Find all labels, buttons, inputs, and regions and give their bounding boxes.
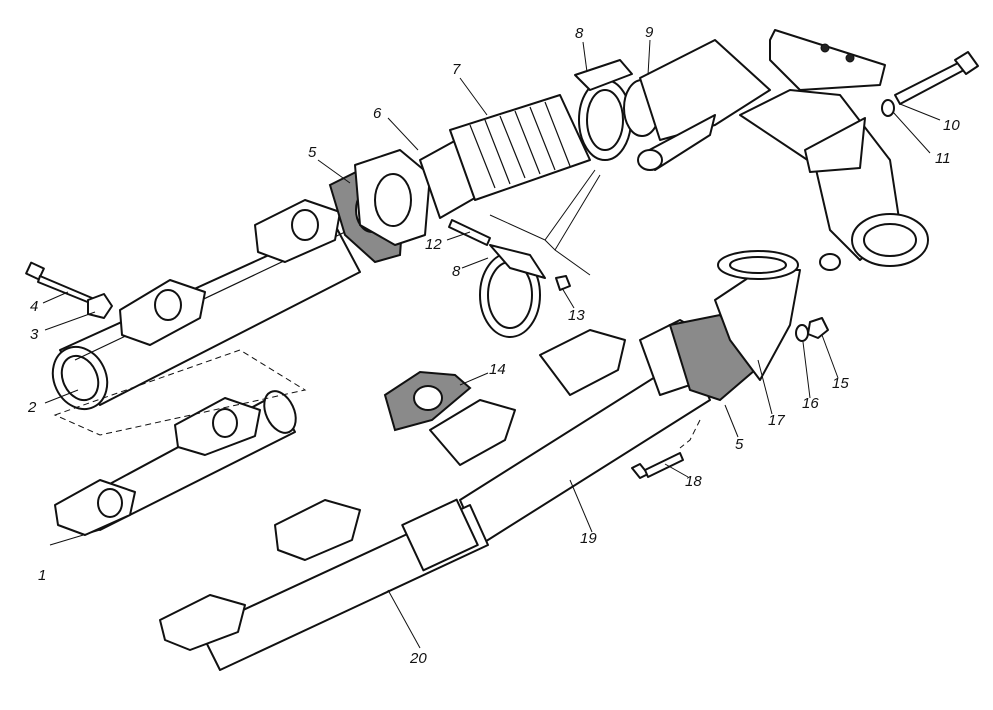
label-part-8-lower: 8	[452, 263, 461, 280]
arrow-lines	[489, 169, 601, 276]
nut-part-3	[87, 293, 113, 319]
callout-labels: 1 2 3 4 5 6 7 8 9 10 11 12 8 13 14 15 16…	[27, 24, 960, 667]
bolt-part-4	[25, 261, 93, 304]
manifold-pipe-left-lower	[54, 390, 297, 536]
clamp-part-8-lower	[479, 244, 546, 338]
manifold-pipe-part-20	[159, 498, 489, 671]
label-part-17: 17	[768, 412, 785, 429]
outlet-pipe-part-9	[623, 39, 771, 171]
gasket-part-14	[383, 370, 472, 432]
label-part-9: 9	[645, 24, 654, 41]
label-part-12: 12	[425, 236, 442, 253]
elbow-outlet-upper-right	[739, 29, 929, 271]
label-part-5-lower: 5	[735, 436, 744, 453]
label-part-3: 3	[30, 326, 39, 343]
label-part-4: 4	[30, 298, 38, 315]
label-part-16: 16	[802, 395, 819, 412]
inset-outline	[53, 349, 307, 436]
manifold-pipe-left-upper	[51, 199, 361, 411]
label-part-1: 1	[38, 567, 46, 584]
washer-part-16	[795, 324, 809, 342]
leader-lines	[42, 39, 941, 649]
label-part-7: 7	[452, 61, 461, 78]
label-part-2: 2	[27, 399, 37, 416]
label-part-10: 10	[943, 117, 960, 134]
assembly-hint-line	[679, 419, 701, 449]
label-part-20: 20	[409, 650, 427, 667]
bellows-part-7	[449, 94, 591, 201]
label-part-13: 13	[568, 307, 585, 324]
washer-part-11	[881, 99, 895, 117]
flange-part-6	[354, 137, 481, 246]
label-part-15: 15	[832, 375, 849, 392]
label-part-6: 6	[373, 105, 382, 122]
elbow-part-17	[714, 250, 801, 381]
bolt-part-10	[894, 51, 979, 105]
label-part-8-upper: 8	[575, 25, 584, 42]
clamp-part-8-upper	[574, 59, 633, 161]
manifold-pipe-part-19	[429, 313, 757, 546]
nut-part-13	[555, 275, 571, 291]
label-part-5-upper: 5	[308, 144, 317, 161]
bolt-part-18	[631, 452, 684, 479]
label-part-11: 11	[935, 150, 951, 167]
label-part-19: 19	[580, 530, 597, 547]
nut-part-15	[807, 317, 829, 339]
label-part-14: 14	[489, 361, 506, 378]
label-part-18: 18	[685, 473, 702, 490]
